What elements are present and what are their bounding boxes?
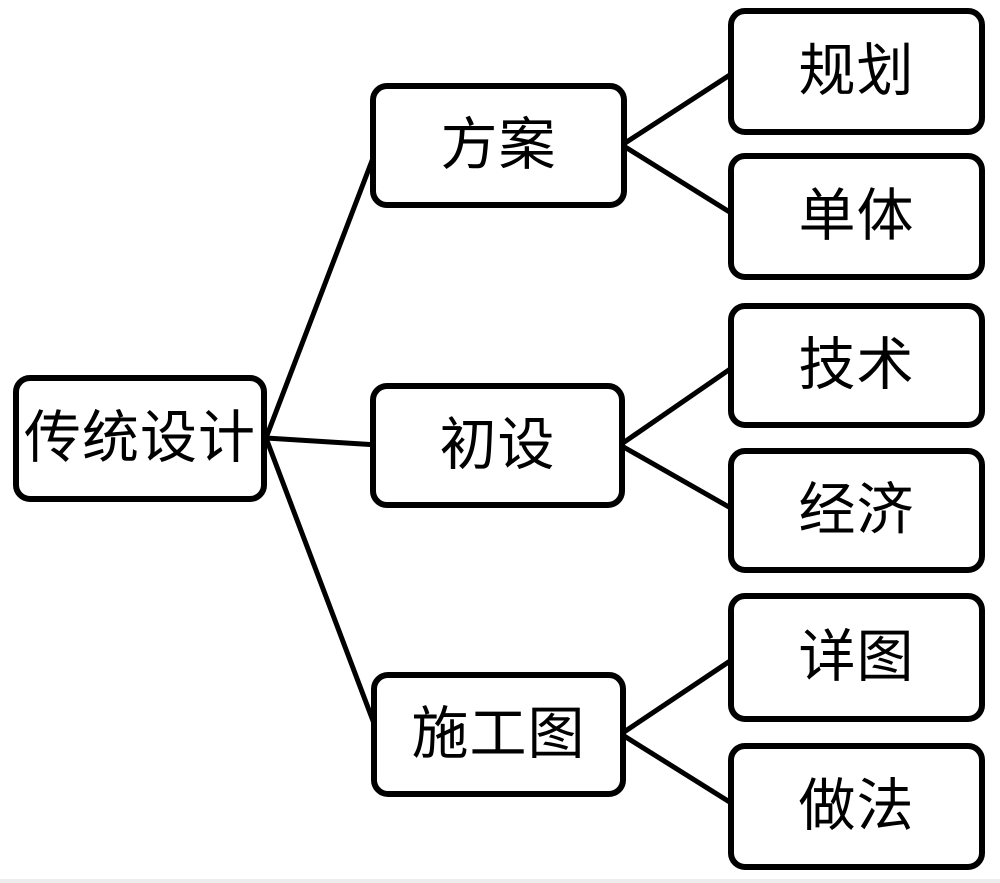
edge-construction-to-method (618, 731, 739, 809)
node-construction-drawing: 施工图 (371, 672, 626, 797)
edge-scheme-to-single (619, 142, 739, 219)
node-single-building: 单体 (728, 153, 985, 280)
node-detail-drawing: 详图 (728, 593, 985, 722)
node-traditional-design: 传统设计 (13, 375, 267, 502)
node-technology: 技术 (728, 303, 985, 428)
edge-preliminary-to-technology (617, 362, 739, 448)
node-planning: 规划 (728, 8, 985, 135)
node-economy: 经济 (728, 448, 985, 573)
node-method: 做法 (728, 743, 985, 870)
node-scheme: 方案 (370, 83, 627, 208)
edge-preliminary-to-economy (617, 442, 739, 514)
edge-root-to-preliminary (263, 435, 381, 448)
edge-scheme-to-planning (619, 68, 739, 148)
edge-root-to-construction (263, 435, 381, 737)
bottom-scan-artifact-line (0, 879, 1000, 883)
edge-construction-to-detail (618, 654, 739, 737)
node-preliminary-design: 初设 (370, 383, 625, 508)
edge-root-to-scheme (263, 142, 381, 441)
